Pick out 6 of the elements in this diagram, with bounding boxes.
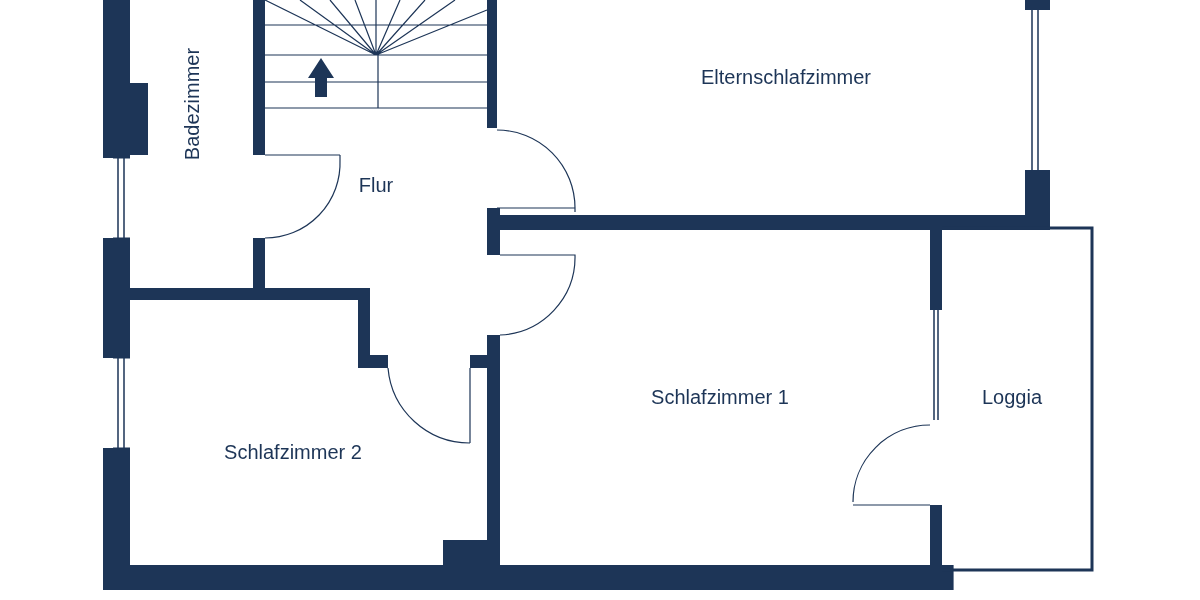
room-label: Elternschlafzimmer	[701, 65, 871, 89]
room-label: Schlafzimmer 1	[651, 385, 789, 409]
room-label: Flur	[358, 173, 394, 197]
room-label: Schlafzimmer 2	[224, 440, 362, 464]
room-label: Badezimmer	[180, 47, 204, 161]
room-label: Loggia	[981, 385, 1043, 409]
